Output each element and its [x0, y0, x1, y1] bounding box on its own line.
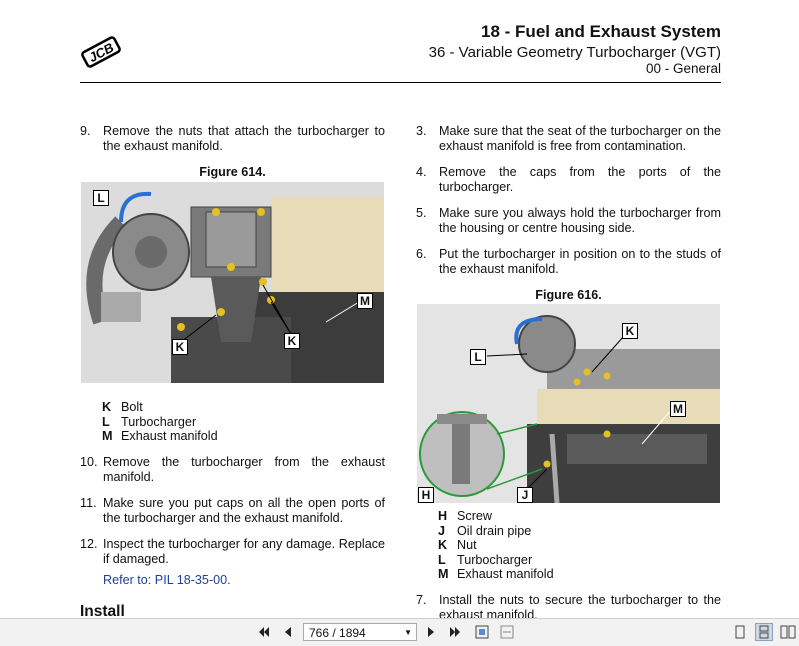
step-6: 6. Put the turbocharger in position on t… [416, 247, 721, 276]
step-11: 11. Make sure you put caps on all the op… [80, 495, 385, 525]
fit-width-icon[interactable] [498, 623, 516, 641]
step-3: 3. Make sure that the seat of the turboc… [416, 124, 721, 153]
callout-K: K [172, 339, 188, 355]
right-column: 3. Make sure that the seat of the turboc… [416, 124, 721, 618]
callout-H: H [418, 487, 434, 503]
step-7: 7. Install the nuts to secure the turboc… [416, 592, 721, 619]
viewer-toolbar: 766 / 1894 ▼ [0, 618, 799, 646]
prev-page-icon[interactable] [279, 623, 297, 641]
first-page-icon[interactable] [255, 623, 273, 641]
callout-L: L [470, 349, 486, 365]
next-page-icon[interactable] [422, 623, 440, 641]
callout-J: J [517, 487, 533, 503]
chevron-down-icon: ▼ [404, 628, 412, 637]
reference-link[interactable]: Refer to: PIL 18-35-00. [103, 572, 231, 587]
step-4: 4. Remove the caps from the ports of the… [416, 165, 721, 194]
callout-L: L [93, 190, 109, 206]
manual-section-title: 18 - Fuel and Exhaust System [481, 22, 721, 41]
continuous-icon[interactable] [755, 623, 773, 641]
callout-M: M [670, 401, 686, 417]
fit-page-icon[interactable] [473, 623, 491, 641]
figure-614-image: L K K M [81, 182, 384, 383]
manual-subsection-part: 00 - General [645, 61, 721, 76]
step-5: 5. Make sure you always hold the turboch… [416, 206, 721, 235]
header-divider [80, 82, 721, 83]
step-12: 12. Inspect the turbocharger for any dam… [80, 536, 385, 566]
document-page: JCB 18 - Fuel and Exhaust System 36 - Va… [80, 22, 721, 618]
callout-K: K [284, 333, 300, 349]
install-heading: Install [80, 602, 125, 618]
manual-subsection-title: 36 - Variable Geometry Turbocharger (VGT… [428, 44, 721, 61]
page-number-select[interactable]: 766 / 1894 ▼ [303, 623, 417, 641]
last-page-icon[interactable] [446, 623, 464, 641]
jcb-logo: JCB [81, 36, 121, 68]
step-10: 10. Remove the turbocharger from the exh… [80, 454, 385, 484]
figure-616-image: K L M H J [417, 304, 720, 503]
single-page-icon[interactable] [731, 623, 749, 641]
left-column: 9. Remove the nuts that attach the turbo… [80, 124, 385, 618]
step-9: 9. Remove the nuts that attach the turbo… [80, 124, 385, 153]
facing-icon[interactable] [779, 623, 797, 641]
callout-M: M [357, 293, 373, 309]
figure-616-title: Figure 616. [535, 288, 602, 302]
callout-K: K [622, 323, 638, 339]
figure-614-title: Figure 614. [199, 165, 266, 179]
